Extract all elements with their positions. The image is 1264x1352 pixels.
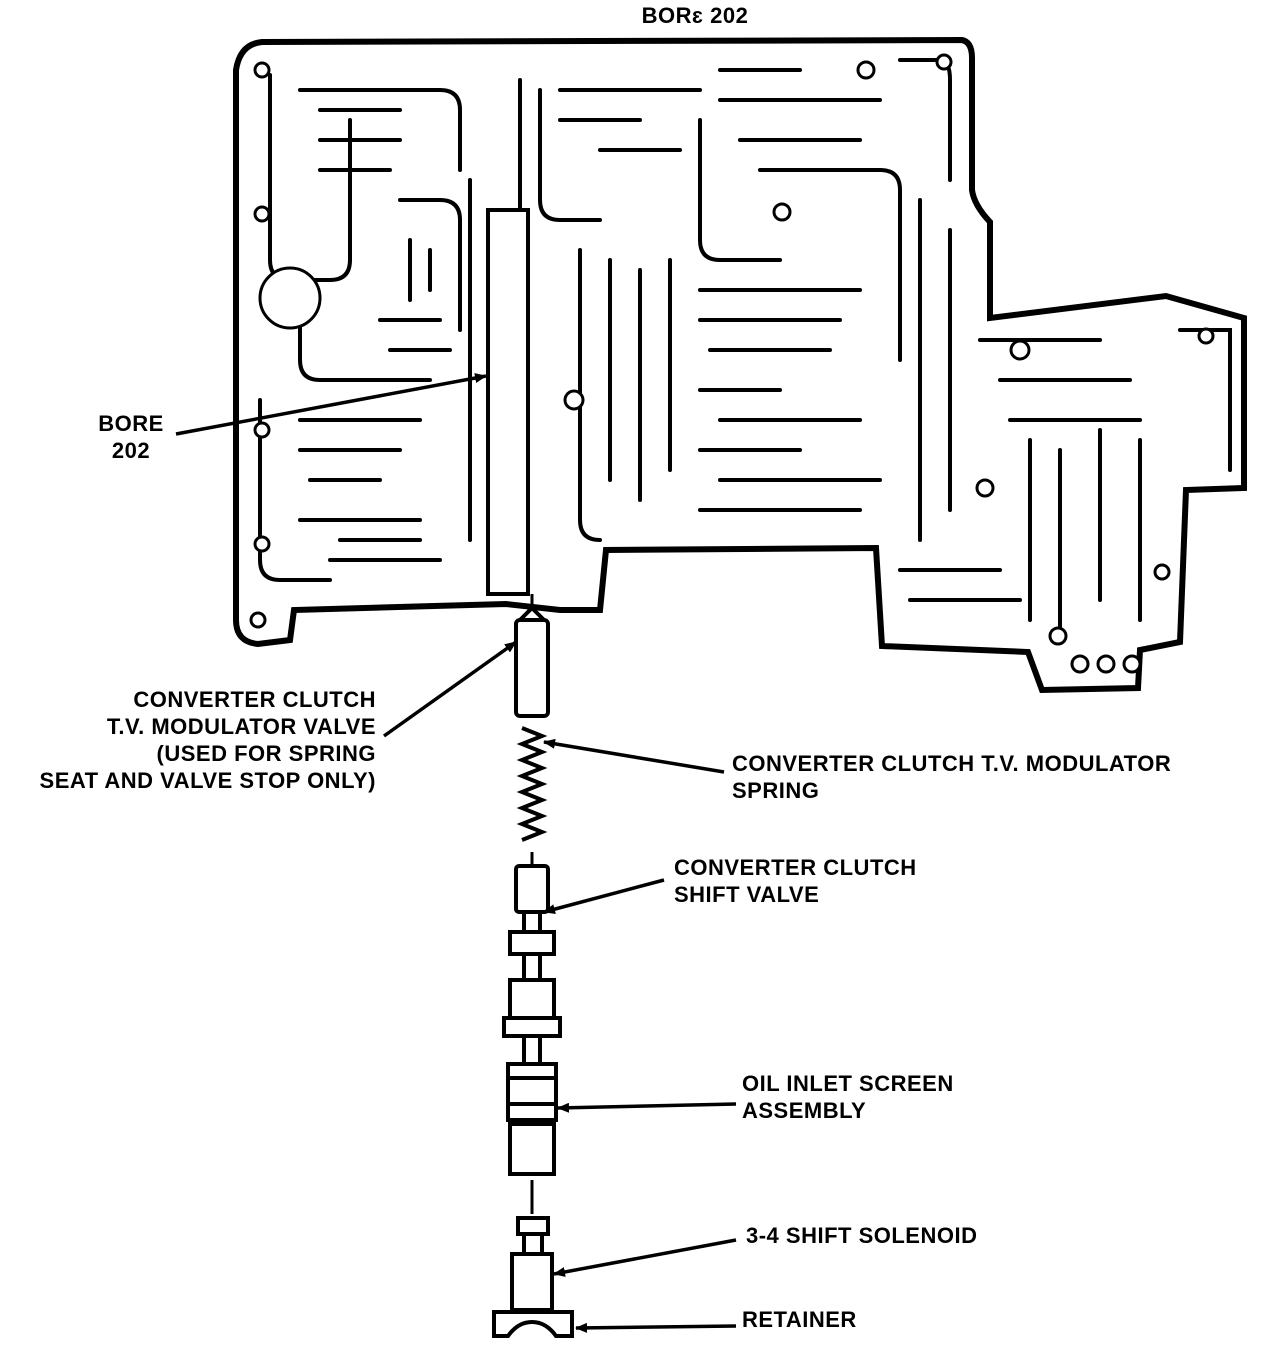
- solenoid-label: 3-4 SHIFT SOLENOID: [746, 1223, 978, 1248]
- modulator-valve-label: CONVERTER CLUTCH T.V. MODULATOR VALVE (U…: [39, 687, 376, 793]
- retainer-label: RETAINER: [742, 1307, 857, 1332]
- shift-valve-label: CONVERTER CLUTCH SHIFT VALVE: [674, 855, 917, 907]
- modulator-spring: [516, 726, 548, 842]
- oil-screen-label: OIL INLET SCREEN ASSEMBLY: [742, 1071, 954, 1123]
- oil-inlet-screen: [506, 1034, 558, 1176]
- shift-solenoid: [510, 1216, 554, 1312]
- valve-train: [492, 605, 574, 1338]
- bore-202: [486, 208, 530, 596]
- valve-body-passages: [258, 58, 1232, 642]
- valve-body-holes: [249, 53, 1215, 674]
- modulator-valve: [514, 618, 550, 718]
- valve-body-outline: [233, 36, 1247, 694]
- modulator-spring-label: CONVERTER CLUTCH T.V. MODULATOR SPRING: [732, 751, 1172, 803]
- retainer: [492, 1310, 574, 1338]
- shift-valve: [502, 864, 562, 1038]
- leader-arrows: [175, 373, 737, 1333]
- top-bore-label: BORɛ 202: [641, 3, 749, 28]
- bore-label: BORE 202: [98, 411, 164, 463]
